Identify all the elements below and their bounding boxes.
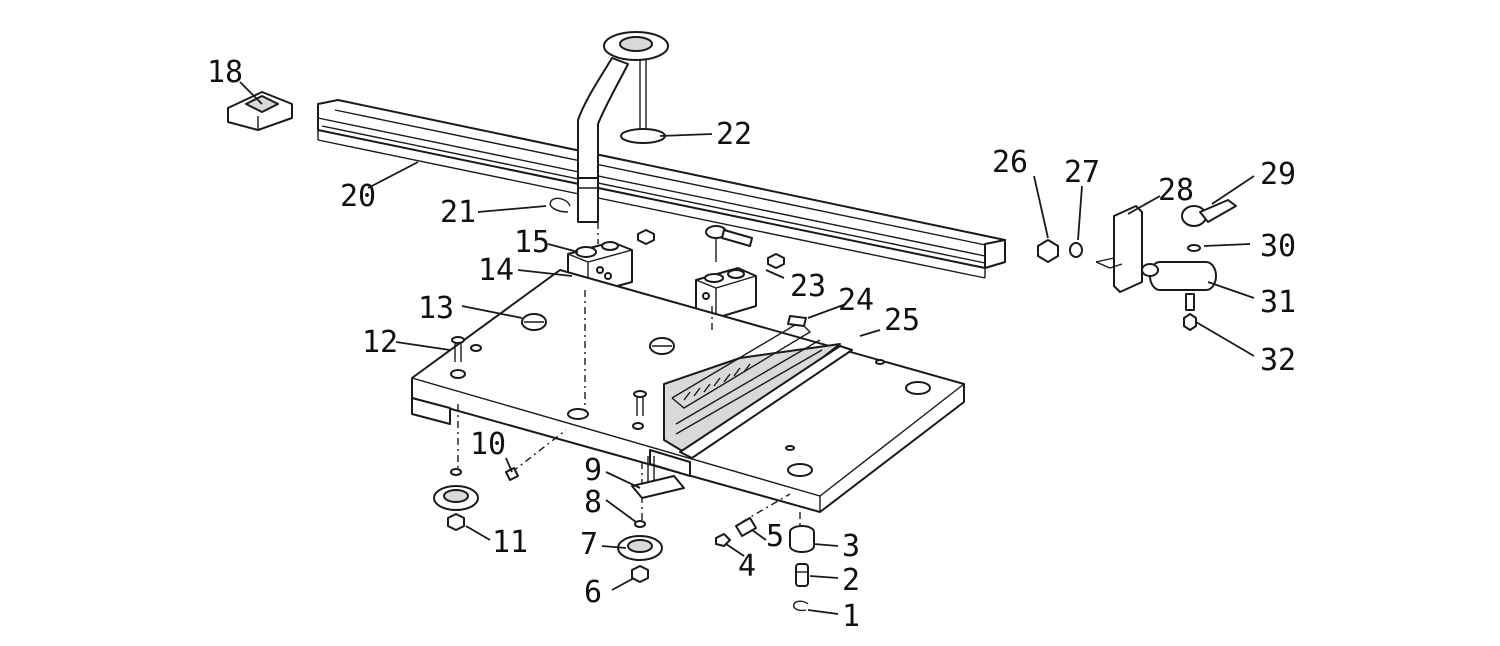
stop-pin bbox=[631, 456, 685, 499]
e-clip bbox=[792, 600, 809, 612]
callout-25: 25 bbox=[884, 303, 920, 338]
thumb-screw bbox=[649, 337, 675, 355]
bearing-wheel bbox=[433, 468, 479, 531]
lever-knob bbox=[705, 225, 753, 262]
callout-18: 18 bbox=[207, 55, 243, 90]
callout-3: 3 bbox=[842, 529, 860, 564]
callout-6: 6 bbox=[584, 575, 602, 610]
callout-27: 27 bbox=[1064, 155, 1100, 190]
callout-14: 14 bbox=[478, 253, 514, 288]
callout-7: 7 bbox=[580, 527, 598, 562]
callout-13: 13 bbox=[418, 291, 454, 326]
callout-5: 5 bbox=[766, 519, 784, 554]
assembly-line bbox=[511, 429, 567, 473]
hold-down-clamp bbox=[577, 31, 669, 223]
callout-28: 28 bbox=[1158, 173, 1194, 208]
flat-head-screw bbox=[451, 336, 465, 362]
callout-30: 30 bbox=[1260, 229, 1296, 264]
callout-20: 20 bbox=[340, 179, 376, 214]
stop-assembly bbox=[1037, 199, 1237, 331]
callout-12: 12 bbox=[362, 325, 398, 360]
callout-23: 23 bbox=[790, 269, 826, 304]
callout-26: 26 bbox=[992, 145, 1028, 180]
callout-31: 31 bbox=[1260, 285, 1296, 320]
base-plate bbox=[411, 269, 965, 513]
assembly-line bbox=[741, 493, 791, 523]
set-screw bbox=[735, 517, 757, 537]
flat-head-screw bbox=[633, 390, 647, 416]
bushing bbox=[789, 525, 815, 553]
callout-4: 4 bbox=[738, 549, 756, 584]
callout-29: 29 bbox=[1260, 157, 1296, 192]
callout-1: 1 bbox=[842, 599, 860, 634]
callout-21: 21 bbox=[440, 195, 476, 230]
pin bbox=[795, 563, 809, 587]
callout-10: 10 bbox=[470, 427, 506, 462]
hex-nut bbox=[767, 253, 785, 269]
hex-nut bbox=[637, 229, 655, 245]
bearing-wheel bbox=[617, 520, 663, 583]
callout-2: 2 bbox=[842, 563, 860, 598]
callout-24: 24 bbox=[838, 283, 874, 318]
callouts: 18 20 21 22 15 14 13 12 23 24 25 26 27 2… bbox=[207, 55, 1296, 634]
fence-rail bbox=[317, 99, 1006, 279]
e-clip bbox=[549, 197, 571, 213]
callout-8: 8 bbox=[584, 485, 602, 520]
callout-22: 22 bbox=[716, 117, 752, 152]
hex-nut bbox=[715, 533, 731, 547]
callout-11: 11 bbox=[492, 525, 528, 560]
leader-lines bbox=[239, 81, 1255, 615]
callout-9: 9 bbox=[584, 453, 602, 488]
thumb-screw bbox=[521, 313, 547, 331]
end-cap bbox=[227, 91, 293, 131]
clamp-block-right bbox=[695, 267, 757, 319]
callout-32: 32 bbox=[1260, 343, 1296, 378]
callout-15: 15 bbox=[514, 225, 550, 260]
